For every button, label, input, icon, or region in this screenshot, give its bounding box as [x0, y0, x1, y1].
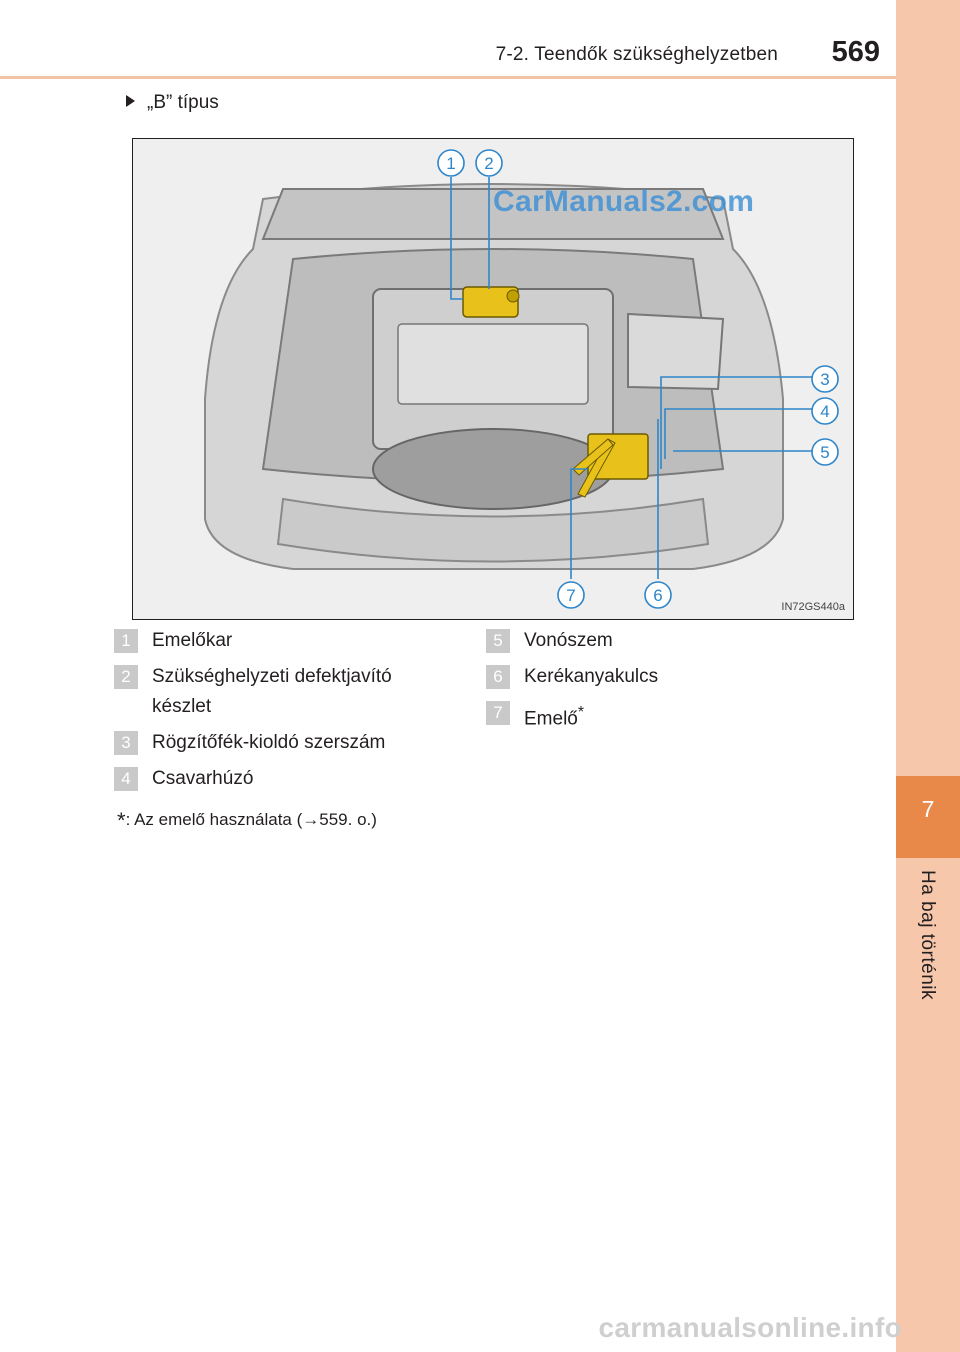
callout-number-5: 5 — [820, 443, 829, 462]
callout-number-3: 3 — [820, 370, 829, 389]
site-watermark: carmanualsonline.info — [599, 1312, 902, 1344]
type-heading-text: „B” típus — [147, 92, 219, 113]
type-heading: „B” típus — [126, 92, 219, 114]
callout-number-6: 6 — [653, 586, 662, 605]
legend-left: 1 Emelőkar 2 Szükséghelyzeti defektjavít… — [114, 626, 454, 801]
figure-code: IN72GS440a — [781, 601, 845, 613]
page-header: 7-2. Teendők szükséghelyzetben 569 — [0, 0, 896, 80]
legend-text: Rögzítőfék-kioldó szerszám — [152, 728, 385, 758]
chapter-side-tab: 7 Ha baj történik — [896, 0, 960, 1352]
legend-badge: 7 — [486, 701, 510, 725]
legend-text: Csavarhúzó — [152, 764, 253, 794]
chapter-number: 7 — [896, 796, 960, 823]
page-number: 569 — [832, 36, 880, 69]
footnote-asterisk: * — [117, 808, 126, 833]
figure-watermark: CarManuals2.com — [493, 185, 754, 219]
chapter-label: Ha baj történik — [916, 870, 938, 1000]
legend-right: 5 Vonószem 6 Kerékanyakulcs 7 Emelő* — [486, 626, 846, 736]
callout-number-4: 4 — [820, 402, 829, 421]
header-divider — [0, 76, 896, 79]
legend-badge: 2 — [114, 665, 138, 689]
callout-number-2: 2 — [484, 154, 493, 173]
trunk-illustration: 1 2 3 4 5 6 7 CarManuals2.com IN72GS440a — [132, 138, 854, 620]
legend-badge: 6 — [486, 665, 510, 689]
legend-text-continued: készlet — [152, 692, 211, 722]
bin-interior — [398, 324, 588, 404]
callout-number-1: 1 — [446, 154, 455, 173]
repair-kit-cap — [507, 290, 519, 302]
legend-text: Emelőkar — [152, 626, 232, 656]
asterisk-marker: * — [578, 704, 584, 721]
footnote-text: : Az emelő használata (→559. o.) — [126, 810, 377, 829]
section-title: 7-2. Teendők szükséghelyzetben — [496, 44, 778, 66]
legend-text: Emelő* — [524, 698, 584, 734]
legend-badge: 4 — [114, 767, 138, 791]
chapter-number-box: 7 — [896, 776, 960, 858]
legend-text: Vonószem — [524, 626, 613, 656]
callout-number-7: 7 — [566, 586, 575, 605]
legend-badge: 5 — [486, 629, 510, 653]
legend-badge: 3 — [114, 731, 138, 755]
legend-text: Kerékanyakulcs — [524, 662, 658, 692]
footnote: *: Az emelő használata (→559. o.) — [117, 808, 377, 834]
legend-badge: 1 — [114, 629, 138, 653]
legend-text-main: Emelő — [524, 708, 578, 729]
legend-text: Szükséghelyzeti defektjavító — [152, 662, 392, 692]
bullet-arrow-icon — [126, 95, 135, 107]
